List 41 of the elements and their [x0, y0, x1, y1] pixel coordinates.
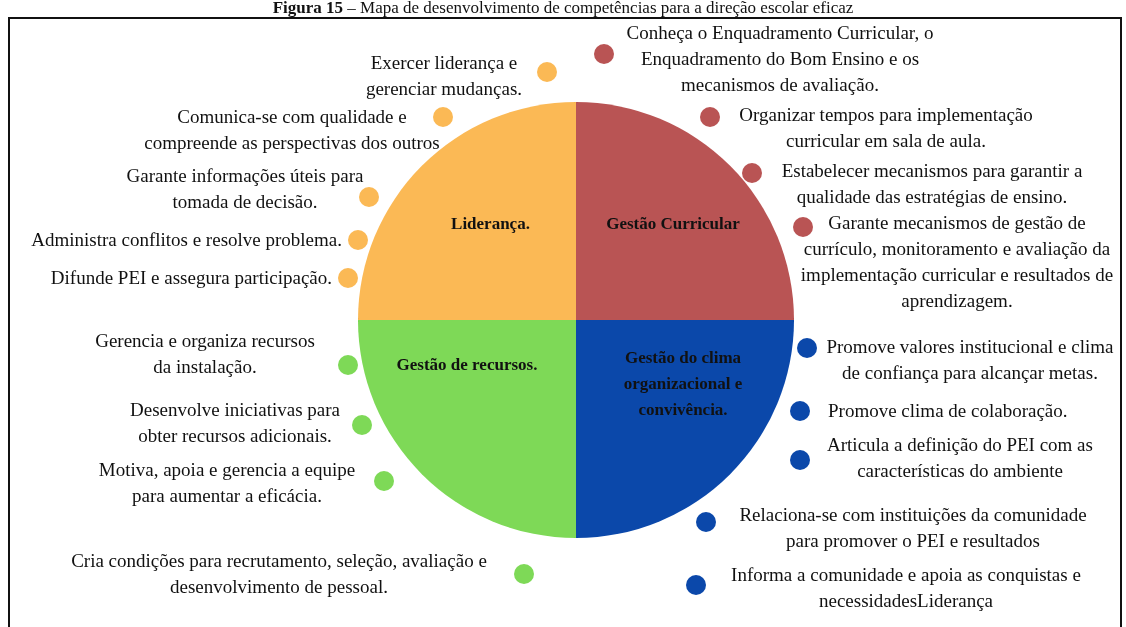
bullet-dot — [514, 564, 534, 584]
figure-title: Figura 15 – Mapa de desenvolvimento de competências para a direção escolar eficaz — [271, 0, 855, 17]
competency-text: Administra conflitos e resolve problema. — [30, 228, 342, 252]
competency-text: Estabelecer mecanismos para garantir a qualidade das estratégias de ensino. — [780, 159, 1084, 209]
competency-text: Articula a definição do PEI com as características do ambiente — [826, 433, 1094, 483]
competency-text: Exercer liderança e gerenciar mudanças. — [364, 51, 524, 101]
bullet-dot — [537, 62, 557, 82]
bullet-dot — [348, 230, 368, 250]
bullet-dot — [359, 187, 379, 207]
competency-text: Motiva, apoia e gerencia a equipe para aumentar a eficácia. — [97, 458, 357, 508]
bullet-dot — [793, 217, 813, 237]
bullet-dot — [686, 575, 706, 595]
bullet-dot — [696, 512, 716, 532]
bullet-dot — [352, 415, 372, 435]
competency-text: Organizar tempos para implementação curricular em sala de aula. — [738, 103, 1034, 153]
bullet-dot — [790, 401, 810, 421]
competency-text: Promove clima de colaboração. — [828, 399, 1069, 423]
segment-label: Gestão do clima organizacional e convivência. — [622, 347, 744, 421]
competency-text: Desenvolve iniciativas para obter recursos adicionais. — [129, 398, 341, 448]
bullet-dot — [433, 107, 453, 127]
segment-label: Gestão Curricular — [605, 213, 741, 235]
bullet-dot — [742, 163, 762, 183]
bullet-dot — [374, 471, 394, 491]
competency-text: Conheça o Enquadramento Curricular, o Enquadramento do Bom Ensino e os mecanismos de avaliação. — [625, 21, 935, 97]
bullet-dot — [797, 338, 817, 358]
bullet-dot — [338, 355, 358, 375]
competency-text: Relaciona-se com instituições da comunidade para promover o PEI e resultados — [738, 503, 1088, 553]
competency-text: Difunde PEI e assegura participação. — [49, 266, 332, 290]
competency-text: Informa a comunidade e apoia as conquistas e necessidadesLiderança — [730, 563, 1082, 613]
bullet-dot — [790, 450, 810, 470]
segment-label: Liderança. — [450, 213, 531, 235]
segment-label: Gestão de recursos. — [395, 354, 539, 376]
competency-text: Garante informações úteis para tomada de decisão. — [125, 164, 365, 214]
competency-text: Garante mecanismos de gestão de currículo, monitoramento e avaliação da implementação curricular e resultados de aprendizagem. — [799, 211, 1115, 313]
bullet-dot — [700, 107, 720, 127]
competency-text: Cria condições para recrutamento, seleção, avaliação e desenvolvimento de pessoal. — [70, 549, 488, 599]
bullet-dot — [338, 268, 358, 288]
competency-text: Promove valores institucional e clima de confiança para alcançar metas. — [825, 335, 1115, 385]
bullet-dot — [594, 44, 614, 64]
competency-text: Comunica-se com qualidade e compreende as perspectivas dos outros — [143, 105, 441, 155]
competency-text: Gerencia e organiza recursos da instalação. — [94, 329, 316, 379]
